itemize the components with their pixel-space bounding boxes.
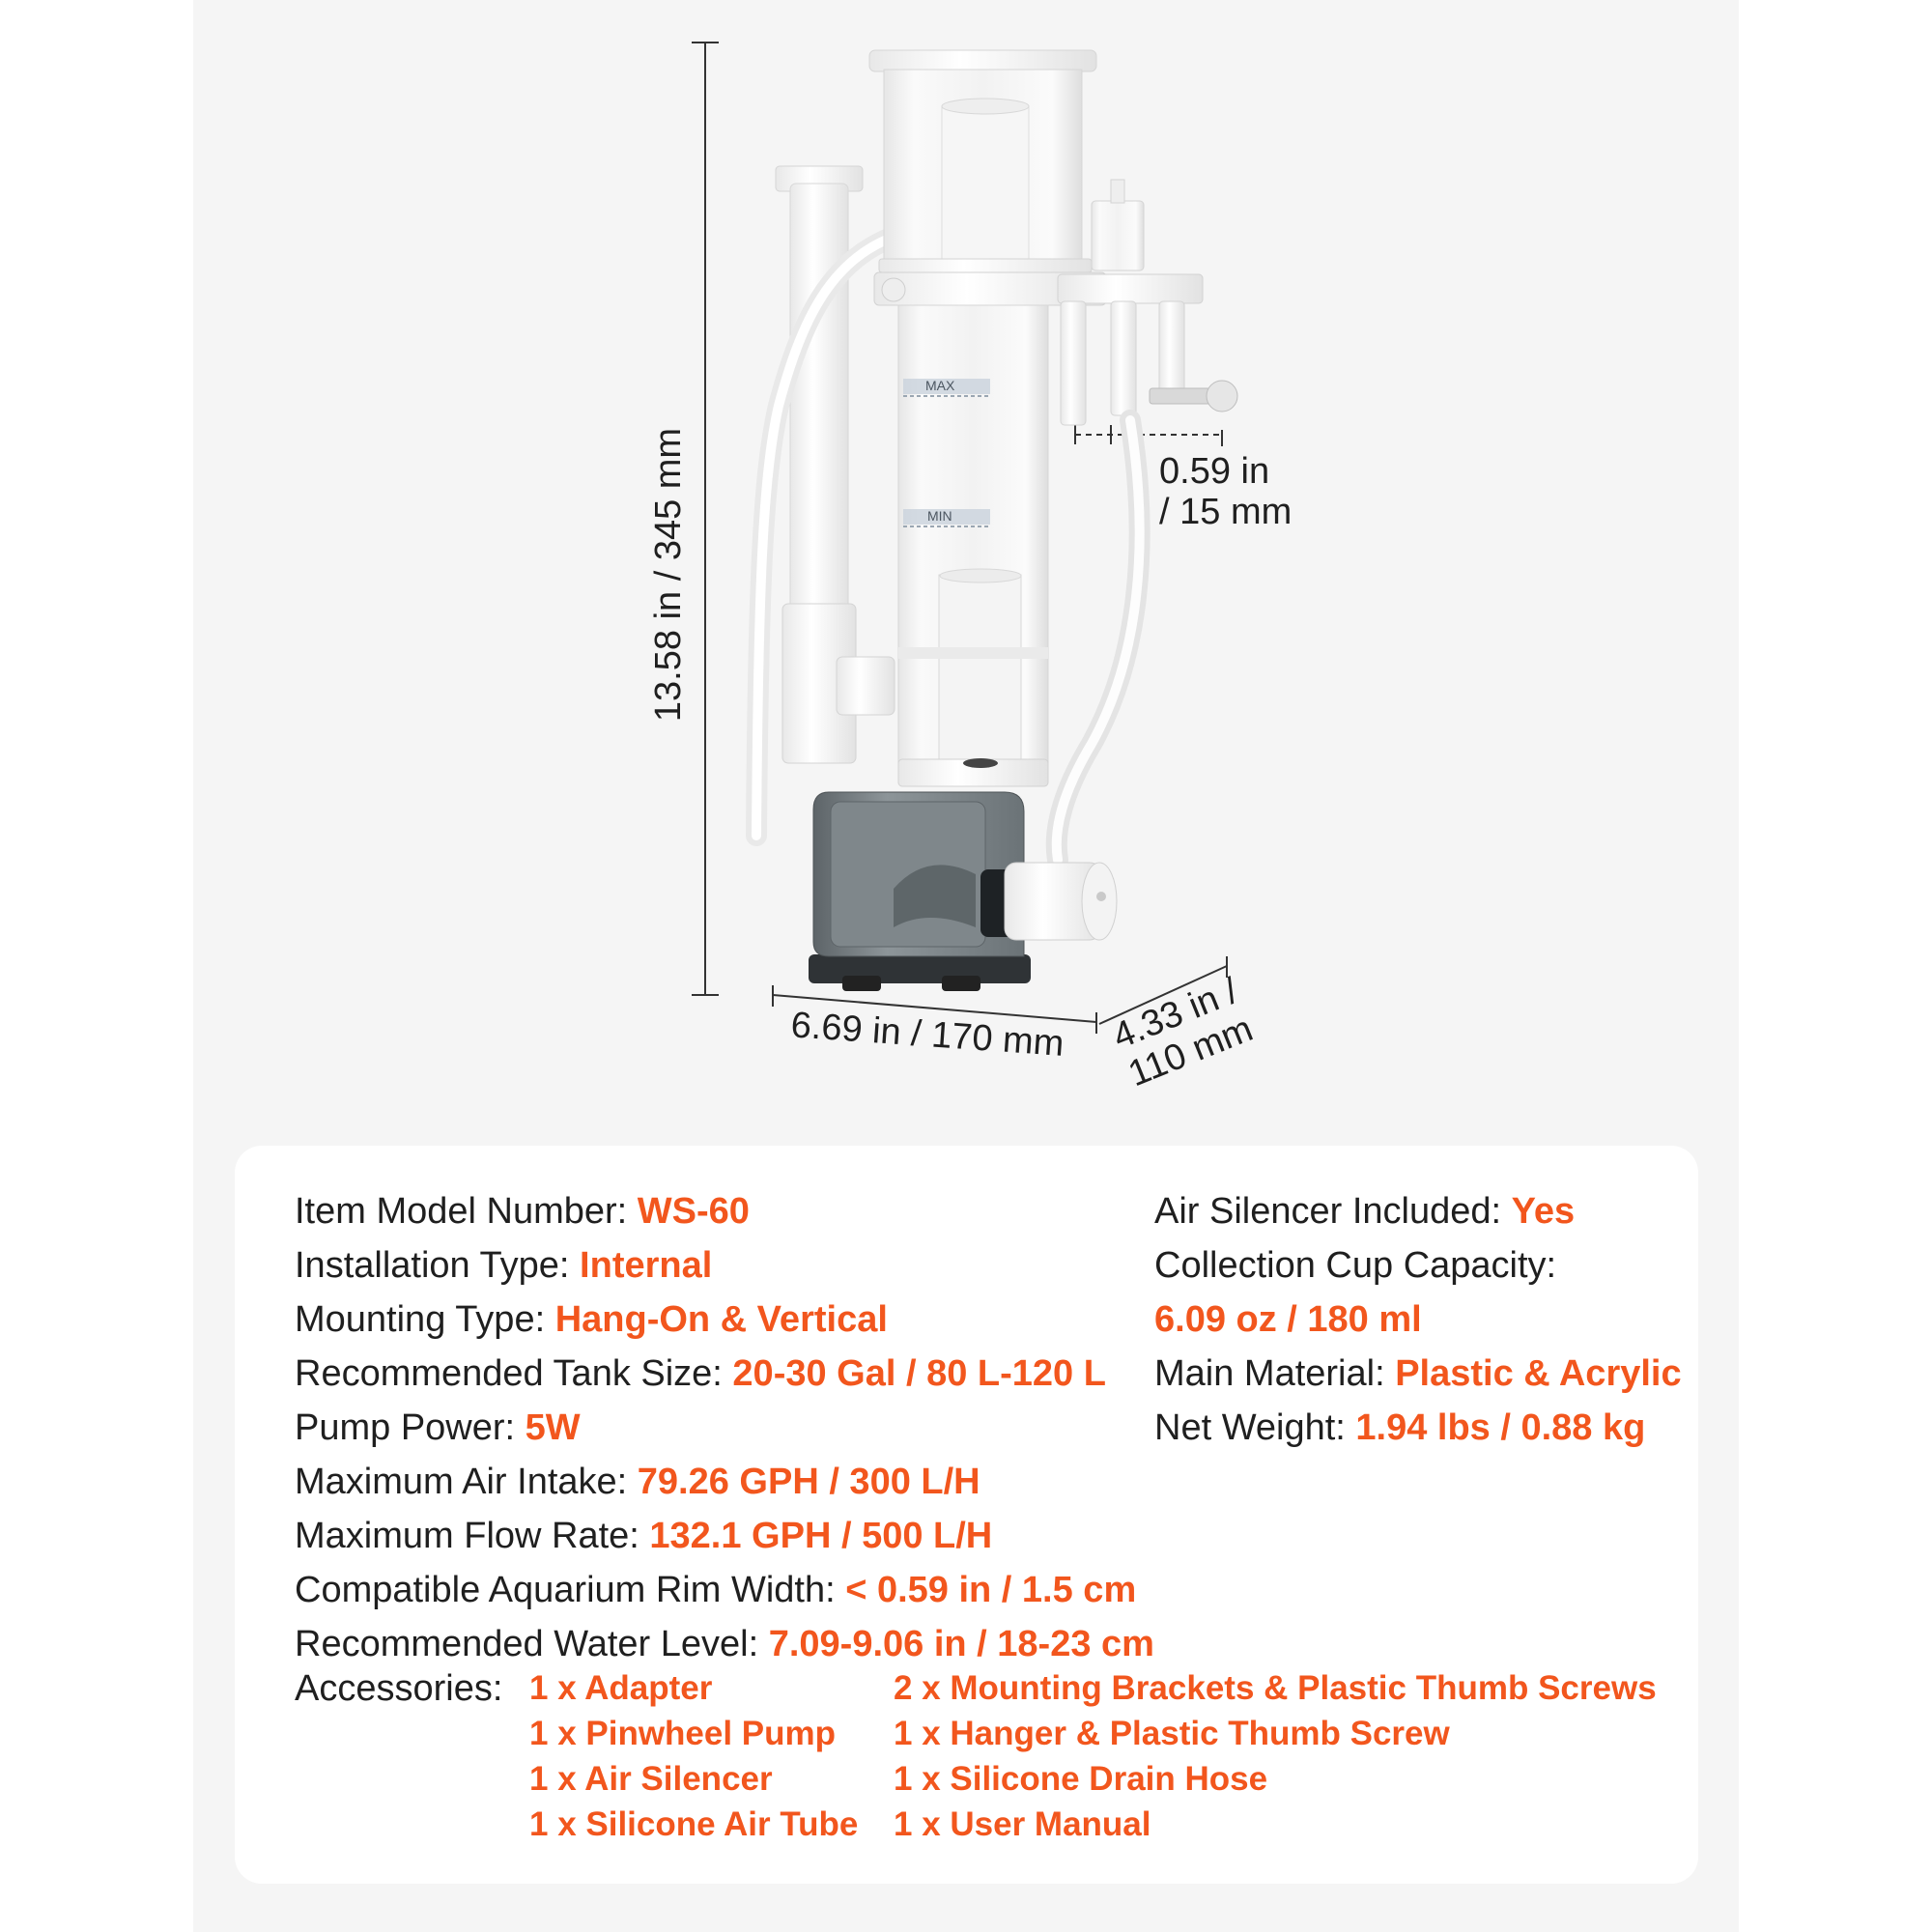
depth-dimension-line bbox=[1098, 956, 1228, 1025]
spec-label: Air Silencer Included: bbox=[1154, 1191, 1512, 1232]
spec-label: Maximum Flow Rate: bbox=[295, 1516, 650, 1556]
spec-label: Recommended Tank Size: bbox=[295, 1353, 733, 1394]
width-dimension-line bbox=[772, 985, 1097, 1034]
accessory-item: 1 x Pinwheel Pump bbox=[529, 1715, 837, 1752]
spec-label: Main Material: bbox=[1154, 1353, 1396, 1394]
spec-value: 7.09-9.06 in / 18-23 cm bbox=[768, 1624, 1154, 1664]
ring-thumb-screw bbox=[881, 277, 906, 302]
spec-row-air-silencer: Air Silencer Included: Yes bbox=[1154, 1184, 1682, 1238]
spec-row-cup-capacity-value: 6.09 oz / 180 ml bbox=[1154, 1293, 1682, 1347]
accessory-item: 2 x Mounting Brackets & Plastic Thumb Sc… bbox=[894, 1669, 1657, 1707]
spec-value: < 0.59 in / 1.5 cm bbox=[845, 1570, 1137, 1610]
specification-card: Item Model Number: WS-60 Installation Ty… bbox=[235, 1146, 1698, 1884]
spec-label: Item Model Number: bbox=[295, 1191, 638, 1232]
spec-value: 5W bbox=[525, 1407, 581, 1448]
spec-value: Plastic & Acrylic bbox=[1395, 1353, 1682, 1394]
spec-row-water-level: Recommended Water Level: 7.09-9.06 in / … bbox=[295, 1617, 1154, 1671]
spec-value: Hang-On & Vertical bbox=[554, 1299, 888, 1340]
accessory-item: 1 x Silicone Drain Hose bbox=[894, 1760, 1268, 1798]
accessories-column-2: 2 x Mounting Brackets & Plastic Thumb Sc… bbox=[894, 1665, 1657, 1847]
spec-row-tank-size: Recommended Tank Size: 20-30 Gal / 80 L-… bbox=[295, 1347, 1154, 1401]
max-marking: MAX bbox=[925, 378, 955, 393]
accessory-item: 1 x Air Silencer bbox=[529, 1760, 773, 1798]
rim-gap-dimension-label: 0.59 in / 15 mm bbox=[1159, 451, 1293, 533]
spec-value: 132.1 GPH / 500 L/H bbox=[649, 1516, 993, 1556]
spec-row-flow-rate: Maximum Flow Rate: 132.1 GPH / 500 L/H bbox=[295, 1509, 1154, 1563]
spec-row-air-intake: Maximum Air Intake: 79.26 GPH / 300 L/H bbox=[295, 1455, 1154, 1509]
spec-label: Installation Type: bbox=[295, 1245, 581, 1286]
accessory-item: 1 x User Manual bbox=[894, 1805, 1151, 1843]
rim-gap-line-1: 0.59 in bbox=[1159, 451, 1270, 492]
spec-value: WS-60 bbox=[637, 1191, 750, 1232]
collection-cup bbox=[868, 49, 1097, 273]
spec-value: 20-30 Gal / 80 L-120 L bbox=[732, 1353, 1106, 1394]
accessory-item: 1 x Adapter bbox=[529, 1669, 713, 1707]
spec-value: 79.26 GPH / 300 L/H bbox=[637, 1462, 980, 1502]
specs-left-column: Item Model Number: WS-60 Installation Ty… bbox=[295, 1184, 1154, 1671]
spec-label: Net Weight: bbox=[1154, 1407, 1356, 1448]
spec-label: Collection Cup Capacity: bbox=[1154, 1245, 1557, 1286]
spec-row-material: Main Material: Plastic & Acrylic bbox=[1154, 1347, 1682, 1401]
spec-row-pump-power: Pump Power: 5W bbox=[295, 1401, 1154, 1455]
spec-row-installation: Installation Type: Internal bbox=[295, 1238, 1154, 1293]
spec-label: Compatible Aquarium Rim Width: bbox=[295, 1570, 846, 1610]
accessories-label: Accessories: bbox=[295, 1668, 503, 1709]
spec-row-mounting: Mounting Type: Hang-On & Vertical bbox=[295, 1293, 1154, 1347]
rim-gap-dimension-line bbox=[1074, 425, 1223, 446]
accessory-item: 1 x Hanger & Plastic Thumb Screw bbox=[894, 1715, 1450, 1752]
spec-label: Mounting Type: bbox=[295, 1299, 555, 1340]
protein-skimmer-illustration: MAX MIN bbox=[692, 42, 1238, 1034]
spec-value: Yes bbox=[1511, 1191, 1576, 1232]
height-dimension-label: 13.58 in / 345 mm bbox=[648, 427, 690, 723]
spec-label: Recommended Water Level: bbox=[295, 1624, 769, 1664]
spec-value: 1.94 lbs / 0.88 kg bbox=[1355, 1407, 1646, 1448]
spec-value: 6.09 oz / 180 ml bbox=[1154, 1299, 1422, 1340]
accessories-section: Accessories: 1 x Adapter 1 x Pinwheel Pu… bbox=[295, 1662, 1666, 1864]
bracket-thumb-screw bbox=[1149, 380, 1238, 412]
pinwheel-pump bbox=[809, 791, 1118, 991]
spec-row-weight: Net Weight: 1.94 lbs / 0.88 kg bbox=[1154, 1401, 1682, 1455]
accessory-item: 1 x Silicone Air Tube bbox=[529, 1805, 859, 1843]
spec-label: Pump Power: bbox=[295, 1407, 526, 1448]
specs-right-column: Air Silencer Included: Yes Collection Cu… bbox=[1154, 1184, 1682, 1455]
reaction-chamber: MAX MIN bbox=[897, 304, 1049, 787]
spec-row-rim-width: Compatible Aquarium Rim Width: < 0.59 in… bbox=[295, 1563, 1154, 1617]
spec-row-cup-capacity-label: Collection Cup Capacity: bbox=[1154, 1238, 1682, 1293]
rim-gap-line-2: / 15 mm bbox=[1159, 491, 1293, 532]
hanger-bracket bbox=[1057, 179, 1204, 426]
min-marking: MIN bbox=[927, 508, 952, 524]
spec-label: Maximum Air Intake: bbox=[295, 1462, 638, 1502]
accessories-column-1: 1 x Adapter 1 x Pinwheel Pump 1 x Air Si… bbox=[529, 1665, 858, 1847]
spec-value: Internal bbox=[580, 1245, 713, 1286]
height-dimension-line bbox=[692, 42, 719, 996]
spec-row-model: Item Model Number: WS-60 bbox=[295, 1184, 1154, 1238]
